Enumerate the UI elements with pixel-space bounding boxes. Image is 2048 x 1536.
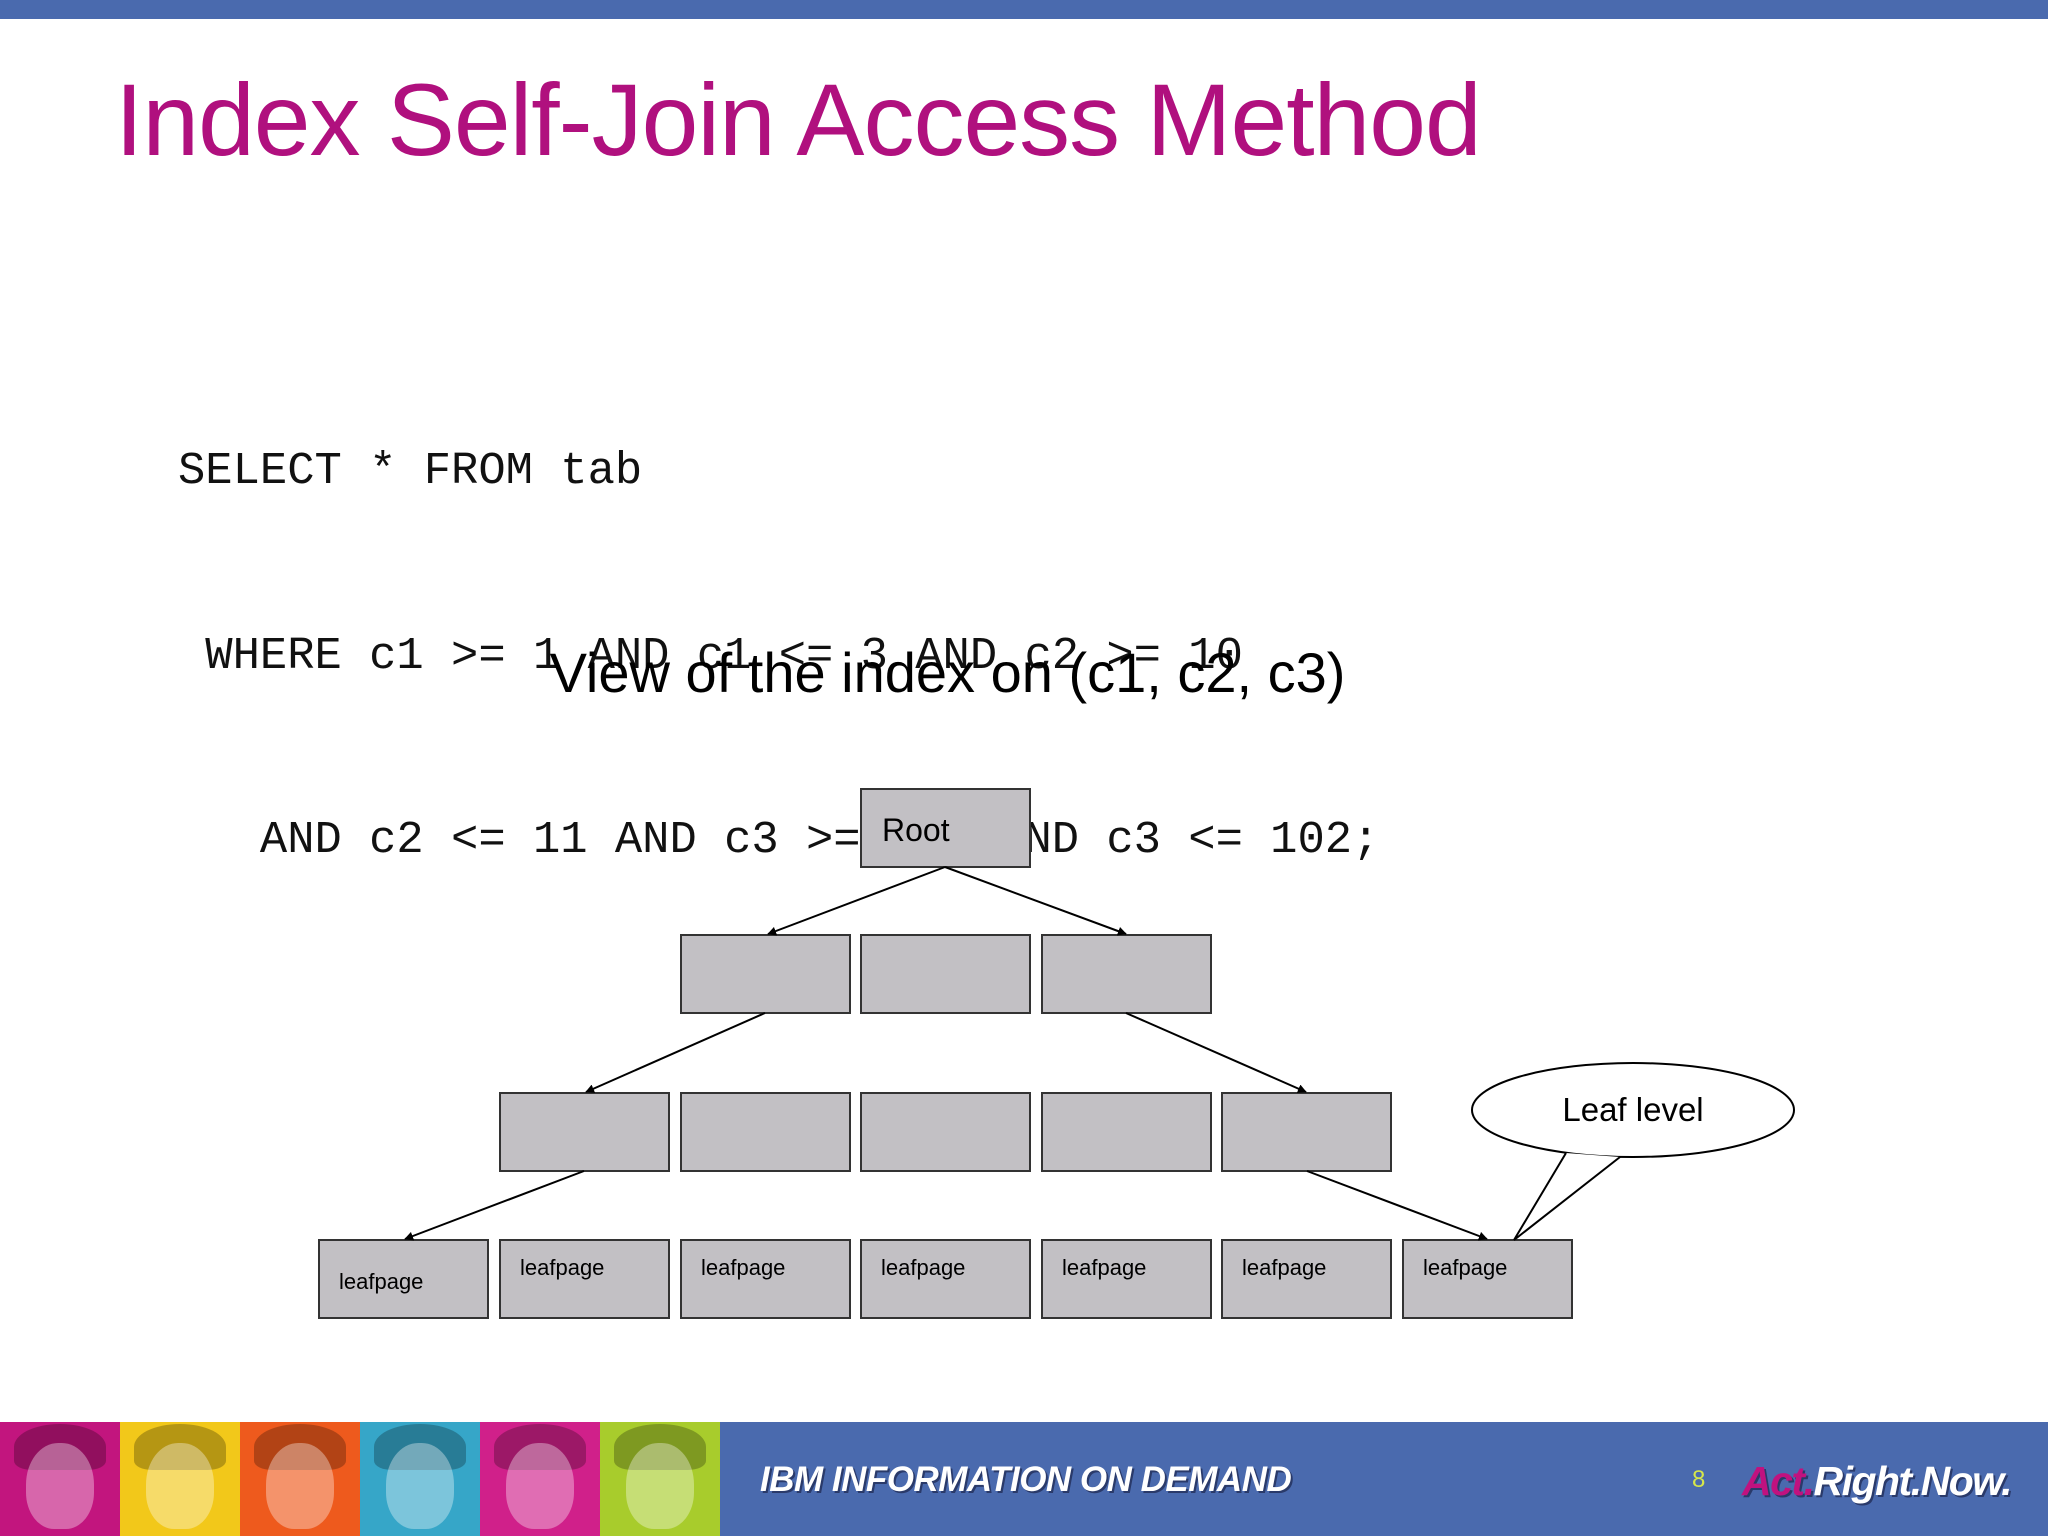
leaf-page-node bbox=[318, 1239, 489, 1319]
level3-node bbox=[680, 1092, 851, 1172]
leaf-page-node bbox=[1221, 1239, 1392, 1319]
leaf-page-label: leafpage bbox=[339, 1269, 423, 1294]
tree-edge-arrow bbox=[585, 1012, 766, 1093]
slogan-part: Right. bbox=[1813, 1458, 1922, 1504]
tree-edge-arrow bbox=[944, 866, 1127, 936]
level2-node bbox=[860, 934, 1031, 1014]
leaf-page-label: leafpage bbox=[520, 1255, 604, 1280]
tree-edge-arrow bbox=[767, 866, 946, 936]
level3-node bbox=[860, 1092, 1031, 1172]
leaf-page-label: leafpage bbox=[701, 1255, 785, 1280]
index-diagram-caption: View of the index on (c1, c2, c3) bbox=[549, 641, 1346, 704]
footer-photo bbox=[240, 1422, 360, 1536]
leaf-page-label: leafpage bbox=[1062, 1255, 1146, 1280]
callout-label: Leaf level bbox=[1562, 1091, 1703, 1128]
top-accent-bar bbox=[0, 0, 2048, 19]
level2-node bbox=[1041, 934, 1212, 1014]
footer-slogan: Act.Right.Now. bbox=[1742, 1458, 2013, 1505]
leaf-page-label: leafpage bbox=[881, 1255, 965, 1280]
slogan-part: Now. bbox=[1920, 1458, 2013, 1504]
leaf-page-node bbox=[499, 1239, 670, 1319]
footer-photo bbox=[360, 1422, 480, 1536]
page-number: 8 bbox=[1692, 1466, 1706, 1493]
tree-edge-arrow bbox=[1306, 1170, 1488, 1241]
footer-photo bbox=[600, 1422, 720, 1536]
leaf-level-callout: Leaf level bbox=[1471, 1062, 1795, 1241]
level3-node bbox=[499, 1092, 670, 1172]
footer-photo bbox=[120, 1422, 240, 1536]
footer-photo bbox=[480, 1422, 600, 1536]
slogan-part: Act. bbox=[1742, 1458, 1815, 1504]
leaf-page-node bbox=[680, 1239, 851, 1319]
leaf-page-node bbox=[1041, 1239, 1212, 1319]
tree-edge-arrow bbox=[1125, 1012, 1307, 1093]
sql-line: WHERE c1 >= 1 AND c1 <= 3 AND c2 >= 10 bbox=[178, 629, 1243, 682]
level3-node bbox=[1041, 1092, 1212, 1172]
slide-title: Index Self-Join Access Method bbox=[115, 63, 1482, 177]
footer-photo-strip bbox=[0, 1422, 720, 1536]
leaf-page-label: leafpage bbox=[1423, 1255, 1507, 1280]
footer-brand: IBM INFORMATION ON DEMAND bbox=[760, 1460, 1292, 1499]
tree-edge-arrow bbox=[404, 1170, 585, 1241]
root-node bbox=[860, 788, 1031, 868]
leaf-page-node bbox=[860, 1239, 1031, 1319]
level3-node bbox=[1221, 1092, 1392, 1172]
root-label: Root bbox=[882, 812, 950, 848]
leaf-page-node bbox=[1402, 1239, 1573, 1319]
leaf-page-label: leafpage bbox=[1242, 1255, 1326, 1280]
footer-photo bbox=[0, 1422, 120, 1536]
level2-node bbox=[680, 934, 851, 1014]
sql-line: SELECT * FROM tab bbox=[178, 445, 643, 497]
